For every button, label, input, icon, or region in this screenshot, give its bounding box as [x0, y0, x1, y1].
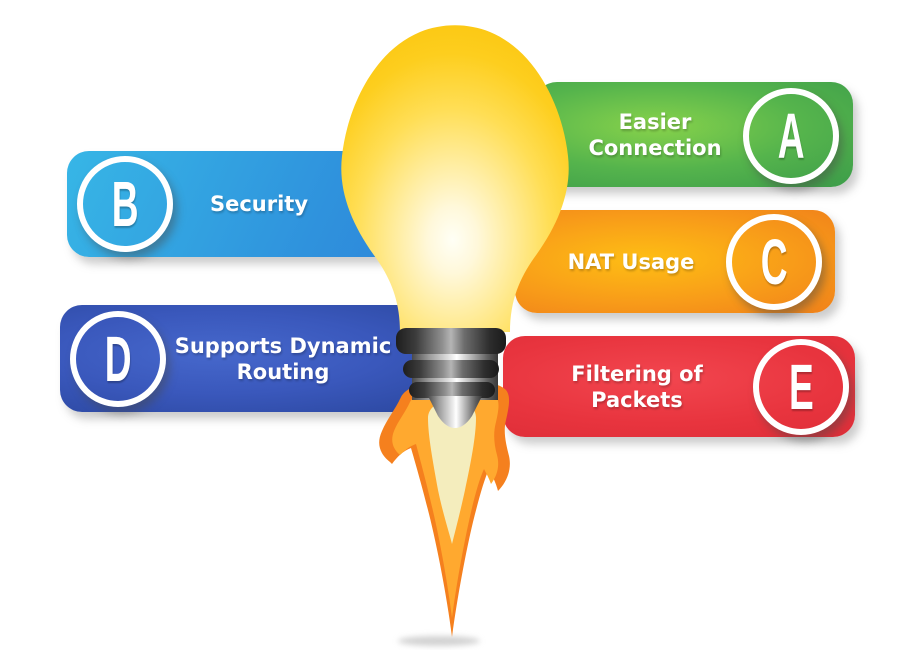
badge-circle-b: B: [77, 156, 173, 252]
flame-middle: [392, 388, 499, 618]
badge-circle-a: A: [743, 88, 839, 184]
banner-security: Security B: [67, 151, 522, 257]
rocket-flame-icon: [379, 380, 510, 637]
badge-letter-e: E: [788, 351, 814, 423]
label-line: Connection: [588, 135, 722, 160]
label-line: NAT Usage: [567, 249, 695, 274]
flame-outer: [379, 380, 510, 637]
banner-supports-dynamic-routing: Supports Dynamic Routing D: [60, 305, 450, 412]
banner-supports-dynamic-routing-label: Supports Dynamic Routing: [168, 333, 398, 385]
label-line: Security: [209, 192, 309, 216]
label-line: Packets: [591, 387, 683, 412]
badge-circle-e: E: [753, 339, 849, 435]
flame-inner: [428, 400, 476, 544]
label-line: Filtering of: [571, 361, 703, 386]
banner-filtering-of-packets: Filtering of Packets E: [503, 336, 855, 437]
badge-circle-c: C: [726, 214, 822, 310]
badge-circle-d: D: [70, 311, 166, 407]
label-line: Routing: [236, 359, 330, 384]
label-line: Supports Dynamic: [174, 333, 392, 358]
banner-nat-usage: NAT Usage C: [515, 210, 835, 313]
banner-easier-connection: Easier Connection A: [535, 82, 853, 187]
banner-nat-usage-label: NAT Usage: [531, 249, 731, 275]
label-line: Easier: [618, 109, 692, 134]
badge-letter-b: B: [111, 168, 139, 240]
badge-letter-a: A: [777, 100, 805, 172]
banner-filtering-of-packets-label: Filtering of Packets: [537, 361, 737, 413]
ground-shadow: [398, 636, 480, 646]
banner-easier-connection-label: Easier Connection: [555, 109, 755, 161]
badge-letter-c: C: [760, 226, 788, 298]
banner-security-label: Security: [173, 191, 345, 217]
badge-letter-d: D: [104, 323, 132, 395]
